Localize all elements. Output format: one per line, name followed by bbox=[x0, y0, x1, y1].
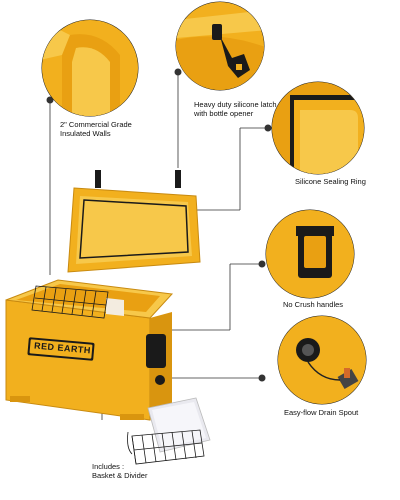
walls-detail-circle bbox=[41, 19, 139, 117]
includes-callout-line2: Basket & Divider bbox=[92, 471, 148, 480]
latch-callout-line2: with bottle opener bbox=[194, 109, 254, 118]
drain-detail-circle bbox=[277, 315, 367, 405]
includes-accessories bbox=[127, 397, 211, 465]
cooler-body bbox=[5, 170, 201, 421]
latch-callout: Heavy duty silicone latch with bottle op… bbox=[194, 100, 277, 118]
includes-callout: Includes : Basket & Divider bbox=[92, 462, 147, 480]
walls-callout: 2" Commercial Grade Insulated Walls bbox=[60, 120, 132, 138]
drain-callout-line1: Easy-flow Drain Spout bbox=[284, 408, 359, 417]
walls-callout-line1: 2" Commercial Grade bbox=[60, 120, 132, 129]
includes-callout-line1: Includes : bbox=[92, 462, 125, 471]
walls-callout-line2: Insulated Walls bbox=[60, 129, 111, 138]
brand-logo-plate bbox=[27, 337, 95, 361]
handle-detail-circle bbox=[265, 209, 355, 299]
seal-detail-circle bbox=[271, 81, 365, 175]
handles-callout: No Crush handles bbox=[283, 300, 343, 309]
latch-callout-line1: Heavy duty silicone latch bbox=[194, 100, 277, 109]
handles-callout-line1: No Crush handles bbox=[283, 300, 344, 309]
seal-callout: Silicone Sealing Ring bbox=[295, 177, 366, 186]
latch-detail-circle bbox=[175, 1, 265, 91]
drain-callout: Easy-flow Drain Spout bbox=[284, 408, 358, 417]
seal-callout-line1: Silicone Sealing Ring bbox=[295, 177, 366, 186]
